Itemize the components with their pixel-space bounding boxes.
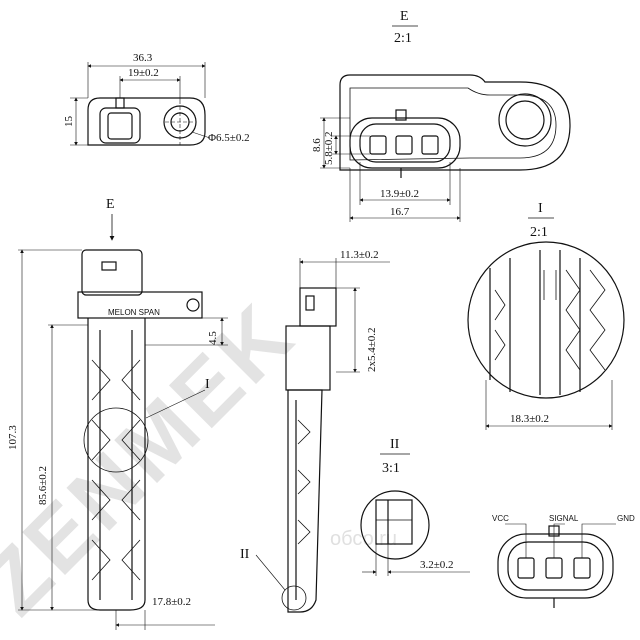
watermark: ZENMEK oбсо.ru	[0, 284, 397, 634]
pin-signal-label: SIGNAL	[549, 514, 579, 523]
detail-ii-drawing	[360, 490, 470, 576]
watermark-brand: ZENMEK	[0, 284, 313, 634]
pinout-drawing	[497, 523, 616, 608]
front-dim-total: 107.3	[7, 425, 19, 450]
side-dim-slot: 2x5.4±0.2	[366, 327, 378, 372]
detail-ii-dim-width: 3.2±0.2	[420, 559, 454, 571]
top-dim-center: 19±0.2	[128, 67, 159, 79]
top-view	[70, 62, 211, 146]
detail-e-dim-w2: 16.7	[390, 206, 410, 218]
detail-e-dim-w1: 13.9±0.2	[380, 188, 419, 200]
top-dim-height: 15	[63, 116, 75, 128]
side-view-drawing	[255, 258, 390, 613]
front-dim-tip: 17.8±0.2	[152, 596, 191, 608]
detail-i-title: I	[538, 201, 543, 216]
detail-e-scale: 2:1	[394, 31, 412, 46]
callout-ii: II	[240, 547, 250, 562]
view-marker-e: E	[106, 197, 115, 212]
front-dim-body: 85.6±0.2	[37, 466, 49, 505]
front-view-drawing	[18, 249, 228, 630]
side-dim-top: 11.3±0.2	[340, 249, 379, 261]
front-label-text: MELON SPAN	[108, 308, 160, 317]
detail-e-dim-h1: 8.6	[311, 138, 323, 152]
detail-i-dim-width: 18.3±0.2	[510, 413, 549, 425]
top-dim-width: 36.3	[133, 52, 153, 64]
detail-e-title: E	[400, 9, 409, 24]
detail-i-drawing	[467, 241, 625, 430]
front-dim-offset: 4.5	[207, 331, 219, 345]
detail-i-scale: 2:1	[530, 225, 548, 240]
detail-e-drawing	[320, 74, 571, 222]
pin-gnd-label: GND	[617, 514, 635, 523]
callout-i: I	[205, 377, 210, 392]
top-dim-hole: Φ6.5±0.2	[208, 132, 250, 144]
detail-ii-scale: 3:1	[382, 461, 400, 476]
detail-e-dim-h2: 5.8±0.2	[323, 131, 335, 165]
detail-ii-title: II	[390, 437, 400, 452]
pin-vcc-label: VCC	[492, 514, 509, 523]
